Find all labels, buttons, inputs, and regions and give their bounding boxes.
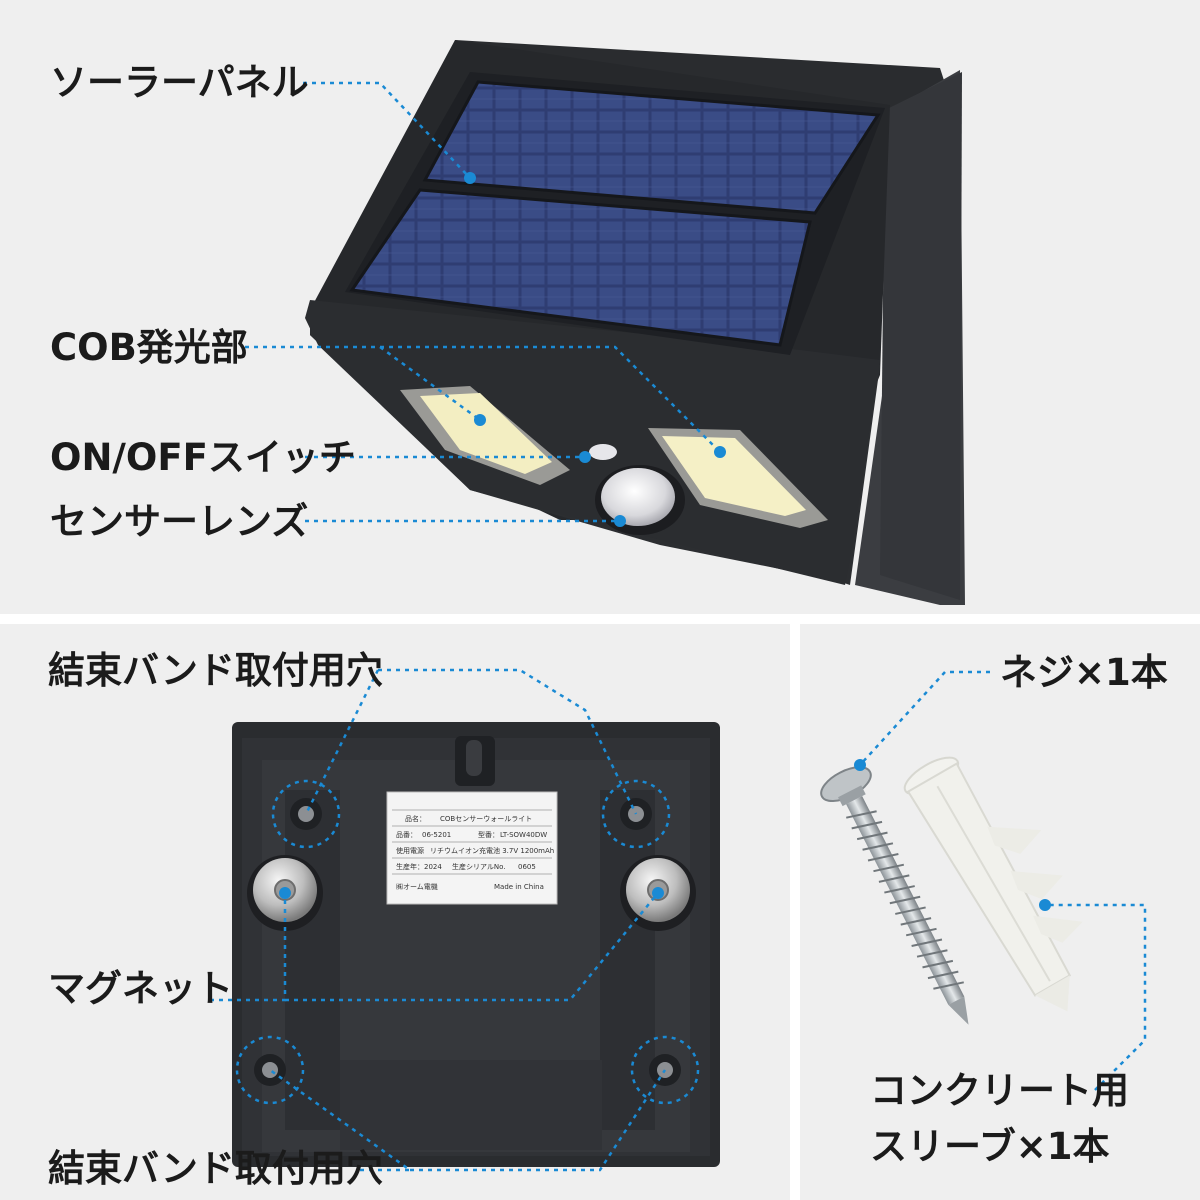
svg-text:品名： COBセンサーウォールライト: 品名： COBセンサーウォールライト — [405, 814, 532, 823]
spec-row3-label: 使用電源 — [396, 846, 424, 855]
spec-row4a-label: 生産年： — [396, 862, 424, 871]
spec-row4b-label: 生産シリアルNo. — [452, 862, 506, 871]
screw — [820, 766, 969, 1025]
callout-dots — [279, 172, 1051, 911]
spec-row2a-label: 品番： — [396, 831, 417, 839]
spec-label-sticker: 品名： COBセンサーウォールライト 品番： 06-5201 型番： LT-SO… — [386, 791, 558, 905]
spec-row4b-value: 0605 — [518, 863, 536, 871]
spec-maker: ㈱オーム電機 — [396, 882, 438, 891]
svg-text:㈱オーム電機 Made in China: ㈱オーム電機 Made in China — [396, 882, 544, 891]
solar-panel — [345, 72, 885, 355]
spec-row3-value: リチウムイオン充電池 3.7V 1200mAh — [430, 846, 554, 855]
onoff-switch — [589, 444, 617, 460]
spec-row1-value: COBセンサーウォールライト — [440, 815, 532, 823]
cob-light-right — [648, 428, 828, 528]
concrete-sleeve — [903, 756, 1083, 1012]
spec-row2b-value: LT-SOW40DW — [500, 831, 547, 839]
callout-strap-hole-top: 結束バンド取付用穴 — [48, 649, 383, 692]
callout-sleeve-line2: スリーブ×1本 — [870, 1125, 1110, 1168]
hole-highlight-circles — [235, 779, 700, 1105]
callout-screw: ネジ×1本 — [1000, 651, 1168, 694]
callout-sleeve-line1: コンクリート用 — [870, 1069, 1129, 1112]
callout-cob-light: COB発光部 — [50, 326, 248, 369]
callout-strap-hole-bottom: 結束バンド取付用穴 — [48, 1147, 383, 1190]
spec-row2b-label: 型番： — [478, 830, 499, 839]
callout-sensor-lens: センサーレンズ — [50, 500, 309, 543]
spec-row4a-value: 2024 — [424, 863, 442, 871]
svg-text:品番： 06-5201 型番: 品番： 06-5201 型番： LT-SOW40DW — [396, 830, 547, 839]
spec-origin: Made in China — [494, 883, 544, 891]
svg-text:生産年： 2024 生産シリ: 生産年： 2024 生産シリアルNo. 0605 — [396, 862, 536, 871]
spec-row1-label: 品名： — [405, 814, 426, 823]
callout-magnet: マグネット — [48, 967, 233, 1010]
callout-solar-panel: ソーラーパネル — [50, 61, 309, 104]
spec-row2a-value: 06-5201 — [422, 831, 451, 839]
svg-text:使用電源 リチウムイオン充電池 3.7V 1: 使用電源 リチウムイオン充電池 3.7V 1200mAh — [396, 846, 554, 855]
cob-light-left — [400, 386, 570, 485]
sensor-lens — [595, 465, 685, 535]
callout-lines — [210, 81, 1147, 1172]
callout-onoff-switch: ON/OFFスイッチ — [50, 436, 356, 479]
